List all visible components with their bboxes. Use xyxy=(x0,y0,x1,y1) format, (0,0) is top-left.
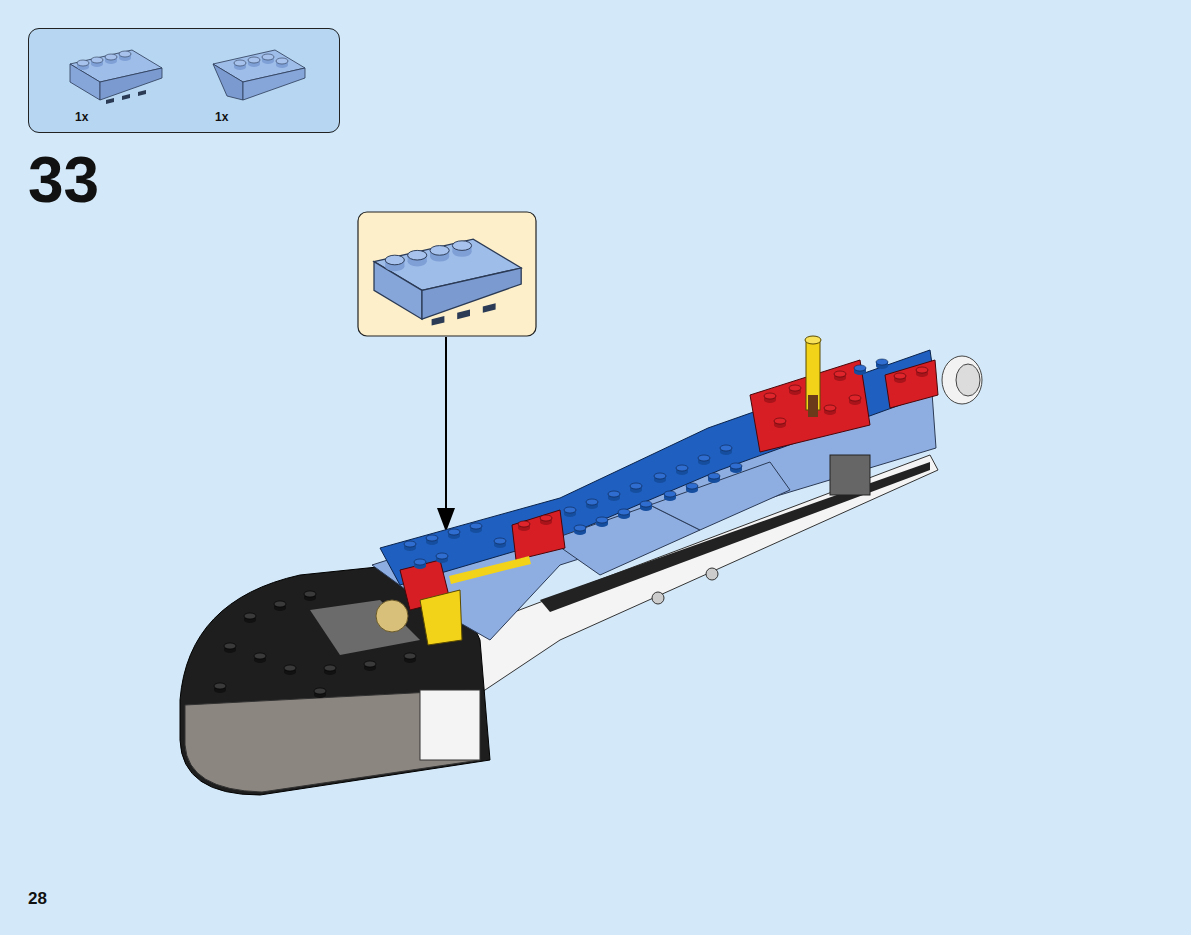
page-number: 28 xyxy=(28,890,47,907)
step-number: 33 xyxy=(28,148,99,212)
parts-list-box: 1x 1x xyxy=(28,28,340,133)
part-quantity: 1x xyxy=(215,110,228,124)
part-quantity: 1x xyxy=(75,110,88,124)
